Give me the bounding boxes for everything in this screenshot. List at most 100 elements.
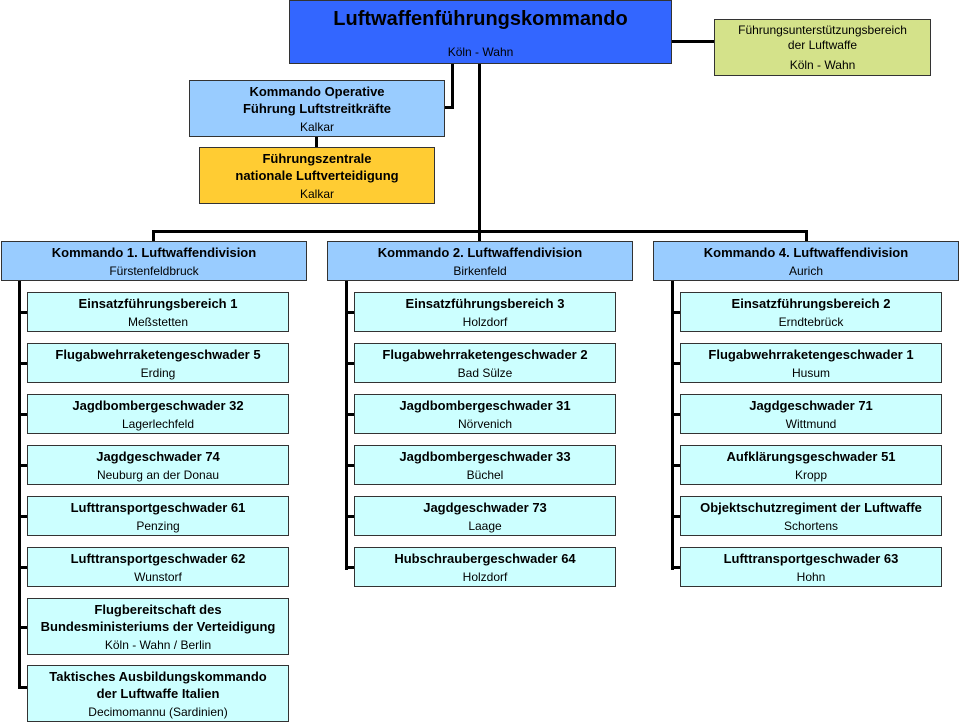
unit-connector xyxy=(671,413,681,416)
unit-connector xyxy=(345,413,355,416)
connector-hq-trunk xyxy=(478,62,481,233)
unit-location: Neuburg an der Donau xyxy=(96,467,220,482)
unit-connector xyxy=(18,566,28,569)
unit-title: Aufklärungsgeschwader 51 xyxy=(726,448,896,464)
unit-connector xyxy=(671,566,681,569)
operational-location: Kalkar xyxy=(299,119,334,134)
division-location: Aurich xyxy=(788,263,823,278)
unit-box: Jagdgeschwader 74 Neuburg an der Donau xyxy=(27,445,289,485)
unit-location: Erding xyxy=(140,365,176,380)
div2-unit-spine xyxy=(345,280,348,570)
hq-location: Köln - Wahn xyxy=(447,45,514,59)
unit-title: Lufttransportgeschwader 63 xyxy=(723,550,899,566)
unit-box: Jagdgeschwader 71 Wittmund xyxy=(680,394,942,434)
connector-div2-drop xyxy=(478,230,481,241)
hq-box: Luftwaffenführungskommando Köln - Wahn xyxy=(289,0,672,64)
unit-connector xyxy=(18,515,28,518)
unit-title: Jagdgeschwader 73 xyxy=(423,499,547,515)
unit-title: Jagdbombergeschwader 33 xyxy=(399,448,571,464)
unit-box: Objektschutzregiment der Luftwaffe Schor… xyxy=(680,496,942,536)
unit-title: Flugabwehrraketengeschwader 2 xyxy=(382,346,588,362)
unit-connector xyxy=(345,362,355,365)
unit-location: Meßstetten xyxy=(127,314,189,329)
unit-box: Flugabwehrraketengeschwader 2 Bad Sülze xyxy=(354,343,616,383)
unit-location: Lagerlechfeld xyxy=(121,416,195,431)
division-title: Kommando 1. Luftwaffendivision xyxy=(51,244,257,260)
division-2-box: Kommando 2. Luftwaffendivision Birkenfel… xyxy=(327,241,633,281)
unit-location: Erndtebrück xyxy=(778,314,844,329)
division-4-box: Kommando 4. Luftwaffendivision Aurich xyxy=(653,241,959,281)
unit-connector xyxy=(671,311,681,314)
div1-unit-spine xyxy=(18,280,21,689)
unit-title: Einsatzführungsbereich 3 xyxy=(405,295,565,311)
unit-connector xyxy=(671,515,681,518)
connector-operational-up xyxy=(451,62,454,109)
unit-box: Flugabwehrraketengeschwader 5 Erding xyxy=(27,343,289,383)
support-title: Führungsunterstützungsbereich der Luftwa… xyxy=(738,22,907,52)
unit-location: Köln - Wahn / Berlin xyxy=(104,637,212,652)
unit-location: Wittmund xyxy=(785,416,837,431)
unit-connector xyxy=(18,626,28,629)
connector-div1-drop xyxy=(152,230,155,241)
support-location: Köln - Wahn xyxy=(789,57,856,72)
unit-location: Nörvenich xyxy=(457,416,513,431)
unit-title: Flugabwehrraketengeschwader 5 xyxy=(55,346,261,362)
unit-title: Lufttransportgeschwader 62 xyxy=(70,550,246,566)
unit-location: Kropp xyxy=(794,467,828,482)
unit-box: Aufklärungsgeschwader 51 Kropp xyxy=(680,445,942,485)
connector-div4-drop xyxy=(805,230,808,241)
connector-operational-aircenter xyxy=(315,136,318,148)
unit-title: Einsatzführungsbereich 1 xyxy=(78,295,238,311)
unit-title: Taktisches Ausbildungskommando der Luftw… xyxy=(49,668,267,701)
unit-title: Flugbereitschaft des Bundesministeriums … xyxy=(40,601,276,634)
unit-box: Taktisches Ausbildungskommando der Luftw… xyxy=(27,665,289,722)
unit-connector xyxy=(345,464,355,467)
unit-box: Jagdgeschwader 73 Laage xyxy=(354,496,616,536)
unit-title: Jagdgeschwader 74 xyxy=(96,448,220,464)
unit-box: Einsatzführungsbereich 1 Meßstetten xyxy=(27,292,289,332)
unit-connector xyxy=(671,464,681,467)
unit-title: Flugabwehrraketengeschwader 1 xyxy=(708,346,914,362)
unit-box: Jagdbombergeschwader 33 Büchel xyxy=(354,445,616,485)
unit-location: Laage xyxy=(468,518,502,533)
unit-box: Lufttransportgeschwader 63 Hohn xyxy=(680,547,942,587)
unit-connector xyxy=(671,362,681,365)
air-defense-location: Kalkar xyxy=(299,186,334,201)
unit-connector xyxy=(18,311,28,314)
unit-box: Lufttransportgeschwader 62 Wunstorf xyxy=(27,547,289,587)
unit-location: Büchel xyxy=(466,467,504,482)
division-title: Kommando 4. Luftwaffendivision xyxy=(703,244,909,260)
hq-title: Luftwaffenführungskommando xyxy=(333,8,628,30)
unit-connector xyxy=(18,413,28,416)
unit-title: Jagdbombergeschwader 32 xyxy=(72,397,244,413)
div4-unit-spine xyxy=(671,280,674,570)
unit-title: Jagdgeschwader 71 xyxy=(749,397,873,413)
unit-location: Hohn xyxy=(796,569,826,584)
division-location: Fürstenfeldbruck xyxy=(109,263,199,278)
unit-title: Objektschutzregiment der Luftwaffe xyxy=(700,499,922,515)
unit-title: Hubschraubergeschwader 64 xyxy=(394,550,576,566)
unit-connector xyxy=(18,464,28,467)
unit-box: Flugabwehrraketengeschwader 1 Husum xyxy=(680,343,942,383)
unit-location: Holzdorf xyxy=(462,314,508,329)
air-defense-title: Führungszentrale nationale Luftverteidig… xyxy=(235,150,399,183)
unit-connector xyxy=(345,515,355,518)
unit-connector xyxy=(18,362,28,365)
unit-box: Einsatzführungsbereich 3 Holzdorf xyxy=(354,292,616,332)
unit-box: Hubschraubergeschwader 64 Holzdorf xyxy=(354,547,616,587)
unit-connector xyxy=(345,566,355,569)
unit-location: Schortens xyxy=(783,518,839,533)
unit-location: Holzdorf xyxy=(462,569,508,584)
unit-location: Wunstorf xyxy=(134,569,182,584)
unit-title: Lufttransportgeschwader 61 xyxy=(70,499,246,515)
connector-operational-right xyxy=(444,106,454,109)
operational-title: Kommando Operative Führung Luftstreitkrä… xyxy=(242,83,392,116)
unit-title: Einsatzführungsbereich 2 xyxy=(731,295,891,311)
unit-box: Jagdbombergeschwader 31 Nörvenich xyxy=(354,394,616,434)
unit-title: Jagdbombergeschwader 31 xyxy=(399,397,571,413)
division-1-box: Kommando 1. Luftwaffendivision Fürstenfe… xyxy=(1,241,307,281)
division-location: Birkenfeld xyxy=(453,263,507,278)
unit-connector xyxy=(18,686,28,689)
connector-hq-support xyxy=(671,40,714,43)
division-title: Kommando 2. Luftwaffendivision xyxy=(377,244,583,260)
